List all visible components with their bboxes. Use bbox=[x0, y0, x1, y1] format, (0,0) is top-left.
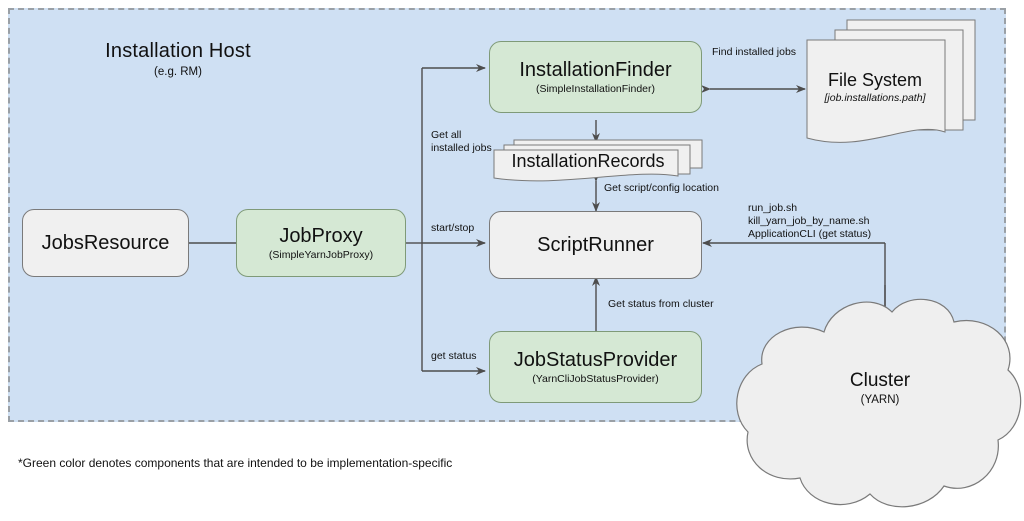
host-region-subtitle: (e.g. RM) bbox=[154, 66, 202, 78]
installation-records-labels: InstallationRecords bbox=[482, 151, 694, 172]
node-installation-finder[interactable]: InstallationFinder (SimpleInstallationFi… bbox=[489, 41, 702, 113]
node-job-status-provider[interactable]: JobStatusProvider (YarnCliJobStatusProvi… bbox=[489, 331, 702, 403]
node-jobs-resource[interactable]: JobsResource bbox=[22, 209, 189, 277]
cluster-subtitle: (YARN) bbox=[860, 394, 900, 406]
node-script-runner[interactable]: ScriptRunner bbox=[489, 211, 702, 279]
edge-label-start-stop: start/stop bbox=[431, 222, 475, 234]
cluster-labels: Cluster (YARN) bbox=[736, 370, 1024, 406]
edge-label-get-status: get status bbox=[431, 350, 477, 362]
footnote-text: *Green color denotes components that are… bbox=[18, 456, 453, 470]
edge-label-find-installed-jobs: Find installed jobs bbox=[712, 46, 797, 58]
file-system-labels: File System [job.installations.path] bbox=[789, 70, 961, 104]
node-jobs-resource-title: JobsResource bbox=[41, 232, 170, 254]
host-region-title: Installation Host bbox=[105, 40, 251, 62]
edge-label-get-all-installed-jobs: Get all installed jobs bbox=[431, 129, 492, 154]
file-system-document: File System [job.installations.path] bbox=[805, 18, 977, 144]
edge-label-get-script-config-location: Get script/config location bbox=[604, 182, 719, 194]
node-job-status-provider-title: JobStatusProvider bbox=[513, 348, 678, 371]
installation-records-title: InstallationRecords bbox=[511, 151, 665, 171]
cluster-title: Cluster bbox=[849, 370, 911, 391]
node-job-proxy[interactable]: JobProxy (SimpleYarnJobProxy) bbox=[236, 209, 406, 277]
cluster-cloud[interactable]: Cluster (YARN) bbox=[736, 292, 1024, 516]
edge-label-get-status-from-cluster: Get status from cluster bbox=[608, 298, 714, 310]
file-system-title: File System bbox=[827, 70, 923, 90]
node-job-proxy-subtitle: (SimpleYarnJobProxy) bbox=[268, 248, 374, 261]
node-installation-finder-title: InstallationFinder bbox=[519, 58, 672, 81]
file-system-subtitle: [job.installations.path] bbox=[824, 92, 926, 104]
node-job-proxy-title: JobProxy bbox=[279, 224, 363, 247]
node-job-status-provider-subtitle: (YarnCliJobStatusProvider) bbox=[532, 372, 659, 385]
node-script-runner-title: ScriptRunner bbox=[537, 234, 654, 256]
installation-records-document: InstallationRecords bbox=[492, 138, 704, 184]
node-installation-finder-subtitle: (SimpleInstallationFinder) bbox=[535, 82, 656, 95]
edge-label-cluster-commands: run_job.sh kill_yarn_job_by_name.sh Appl… bbox=[748, 202, 872, 240]
